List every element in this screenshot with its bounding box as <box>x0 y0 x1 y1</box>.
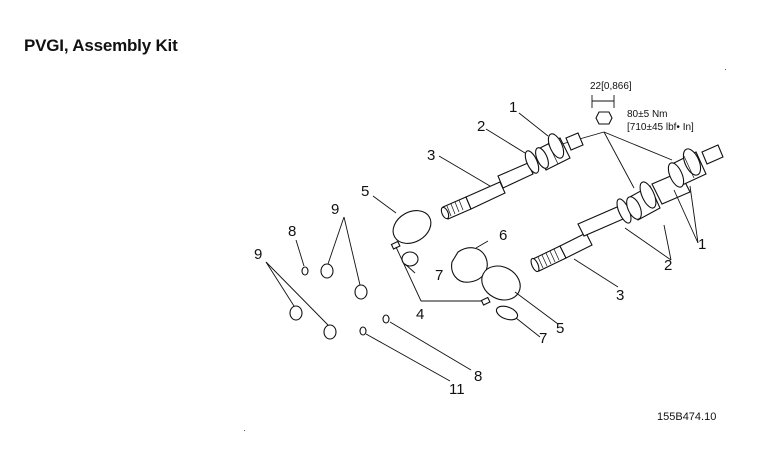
callout-8-lower: 8 <box>474 368 482 385</box>
callout-9-upper: 9 <box>331 201 339 218</box>
callout-1-upper: 1 <box>509 99 517 116</box>
oring-9-c <box>289 305 303 321</box>
seal-5-upper <box>392 210 432 244</box>
page-title: PVGI, Assembly Kit <box>24 36 178 55</box>
torque-imperial-label: [710±45 lbf• In] <box>627 122 694 133</box>
callout-11: 11 <box>449 381 465 398</box>
callout-6: 6 <box>499 227 507 244</box>
oring-11 <box>359 326 367 336</box>
callout-7-upper: 7 <box>435 267 443 284</box>
callout-9-left: 9 <box>254 246 262 263</box>
oring-8-upper <box>301 266 309 276</box>
oring-8-lower <box>382 314 390 324</box>
oring-9-b <box>354 284 368 300</box>
pin-4b <box>480 296 491 306</box>
callout-3-lower: 3 <box>616 287 624 304</box>
pin-4a <box>390 240 401 250</box>
wrench-symbol <box>591 95 615 125</box>
callout-5-lower: 5 <box>556 320 564 337</box>
callout-1-lower: 1 <box>698 236 706 253</box>
callout-2-upper: 2 <box>477 118 485 135</box>
callout-3-upper: 3 <box>427 147 435 164</box>
torque-label: 80±5 Nm <box>627 109 668 120</box>
callout-8-upper: 8 <box>288 223 296 240</box>
callout-7-lower: 7 <box>539 330 547 347</box>
oring-7-lower <box>495 305 519 321</box>
oring-9-a <box>320 263 334 279</box>
seal-5-lower <box>481 265 521 301</box>
callout-5-upper: 5 <box>361 183 369 200</box>
drawing-code: 155B474.10 <box>657 411 716 423</box>
callout-4: 4 <box>416 306 424 323</box>
wrench-size-label: 22[0,866] <box>590 81 632 92</box>
oring-7-upper <box>401 251 419 267</box>
callout-2-lower: 2 <box>664 257 672 274</box>
upper-stem-assembly <box>440 132 584 220</box>
lower-stem-assembly <box>530 144 724 273</box>
oring-9-d <box>323 324 337 340</box>
